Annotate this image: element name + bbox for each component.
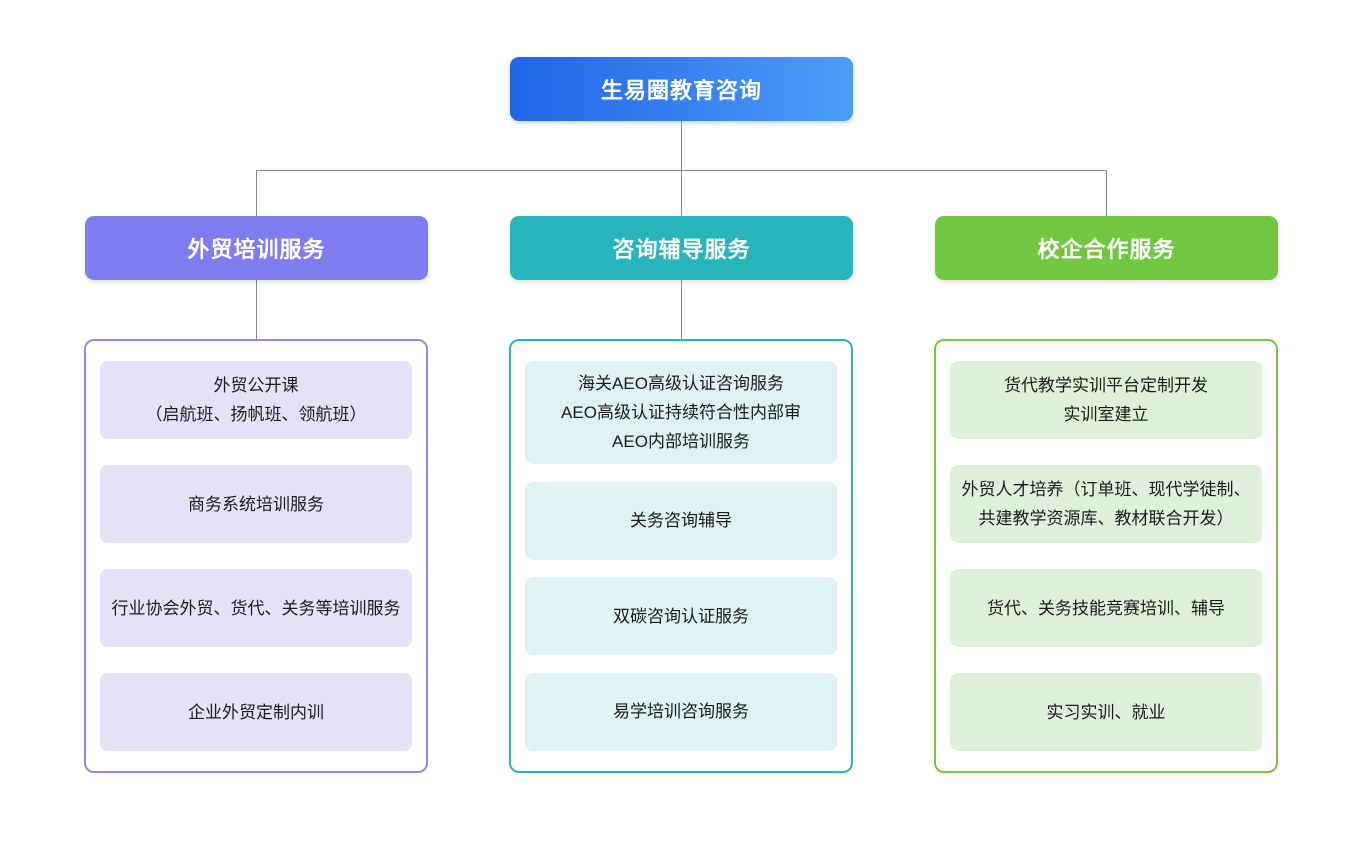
branch-header-consulting-coaching: 咨询辅导服务 bbox=[510, 216, 853, 280]
leaf-node: 商务系统培训服务 bbox=[100, 465, 412, 543]
root-node-label: 生易圈教育咨询 bbox=[600, 78, 762, 103]
leaf-node: 易学培训咨询服务 bbox=[525, 672, 837, 751]
connector-drop-left bbox=[256, 170, 257, 216]
branch-panel-consulting-coaching: 海关AEO高级认证咨询服务 AEO高级认证持续符合性内部审 AEO内部培训服务 … bbox=[509, 339, 853, 773]
root-node: 生易圈教育咨询 bbox=[510, 57, 853, 121]
leaf-node: 海关AEO高级认证咨询服务 AEO高级认证持续符合性内部审 AEO内部培训服务 bbox=[525, 361, 837, 464]
branch-panel-school-enterprise-cooperation: 货代教学实训平台定制开发 实训室建立 外贸人才培养（订单班、现代学徒制、共建教学… bbox=[934, 339, 1278, 773]
connector-stem-left-panel bbox=[256, 280, 257, 339]
connector-drop-middle bbox=[681, 170, 682, 216]
leaf-node: 货代教学实训平台定制开发 实训室建立 bbox=[950, 361, 1262, 439]
leaf-node: 外贸人才培养（订单班、现代学徒制、共建教学资源库、教材联合开发） bbox=[950, 465, 1262, 543]
connector-root-stem bbox=[681, 121, 682, 170]
leaf-node: 行业协会外贸、货代、关务等培训服务 bbox=[100, 569, 412, 647]
branch-header-foreign-trade-training: 外贸培训服务 bbox=[85, 216, 428, 280]
leaf-node: 实习实训、就业 bbox=[950, 673, 1262, 751]
leaf-node: 关务咨询辅导 bbox=[525, 481, 837, 560]
branch-panel-foreign-trade-training: 外贸公开课 （启航班、扬帆班、领航班） 商务系统培训服务 行业协会外贸、货代、关… bbox=[84, 339, 428, 773]
branch-header-label: 校企合作服务 bbox=[1037, 237, 1176, 262]
connector-drop-right bbox=[1106, 170, 1107, 216]
branch-header-label: 咨询辅导服务 bbox=[612, 237, 751, 262]
leaf-node: 外贸公开课 （启航班、扬帆班、领航班） bbox=[100, 361, 412, 439]
connector-stem-middle-panel bbox=[681, 280, 682, 339]
branch-header-school-enterprise-cooperation: 校企合作服务 bbox=[935, 216, 1278, 280]
branch-header-label: 外贸培训服务 bbox=[187, 237, 326, 262]
leaf-node: 企业外贸定制内训 bbox=[100, 673, 412, 751]
leaf-node: 双碳咨询认证服务 bbox=[525, 577, 837, 656]
leaf-node: 货代、关务技能竞赛培训、辅导 bbox=[950, 569, 1262, 647]
